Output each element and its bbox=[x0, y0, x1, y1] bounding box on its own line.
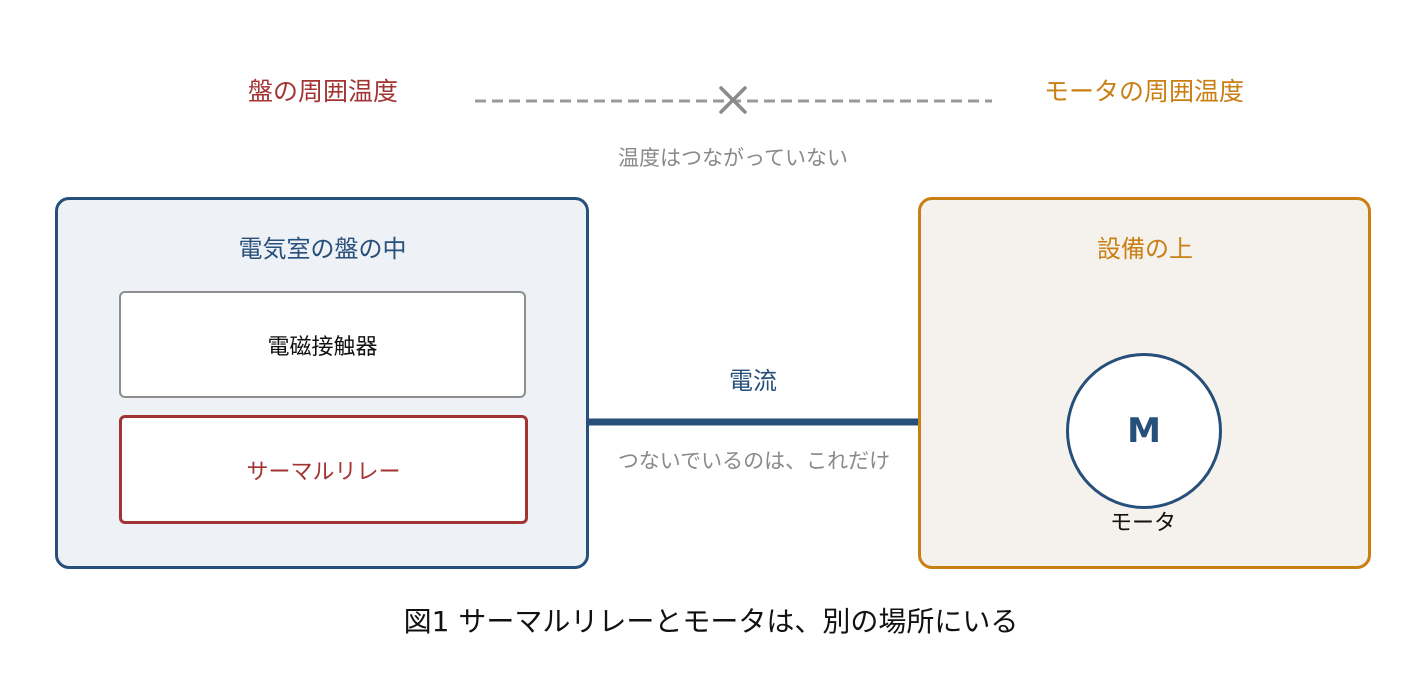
thermal-relay-box: サーマルリレー bbox=[119, 415, 528, 524]
motor-label: モータ bbox=[1109, 511, 1176, 536]
panel-ambient-temperature-label: 盤の周囲温度 bbox=[247, 77, 398, 106]
equipment-title: 設備の上 bbox=[1097, 235, 1193, 263]
motor-symbol-letter: M bbox=[1127, 411, 1161, 451]
motor-ambient-temperature-label: モータの周囲温度 bbox=[1043, 77, 1244, 106]
thermal-relay-label: サーマルリレー bbox=[246, 459, 401, 485]
figure-caption: 図1 サーマルリレーとモータは、別の場所にいる bbox=[403, 605, 1019, 638]
temperature-not-linked-caption: 温度はつながっていない bbox=[618, 146, 848, 170]
connection-caption: つないでいるのは、これだけ bbox=[617, 449, 891, 473]
magnetic-contactor-label: 電磁接触器 bbox=[267, 334, 378, 360]
cross-icon bbox=[719, 86, 747, 114]
electrical-panel-title: 電気室の盤の中 bbox=[238, 235, 407, 263]
magnetic-contactor-box: 電磁接触器 bbox=[119, 291, 526, 398]
current-label: 電流 bbox=[729, 367, 777, 395]
motor-symbol: M bbox=[1066, 353, 1222, 509]
